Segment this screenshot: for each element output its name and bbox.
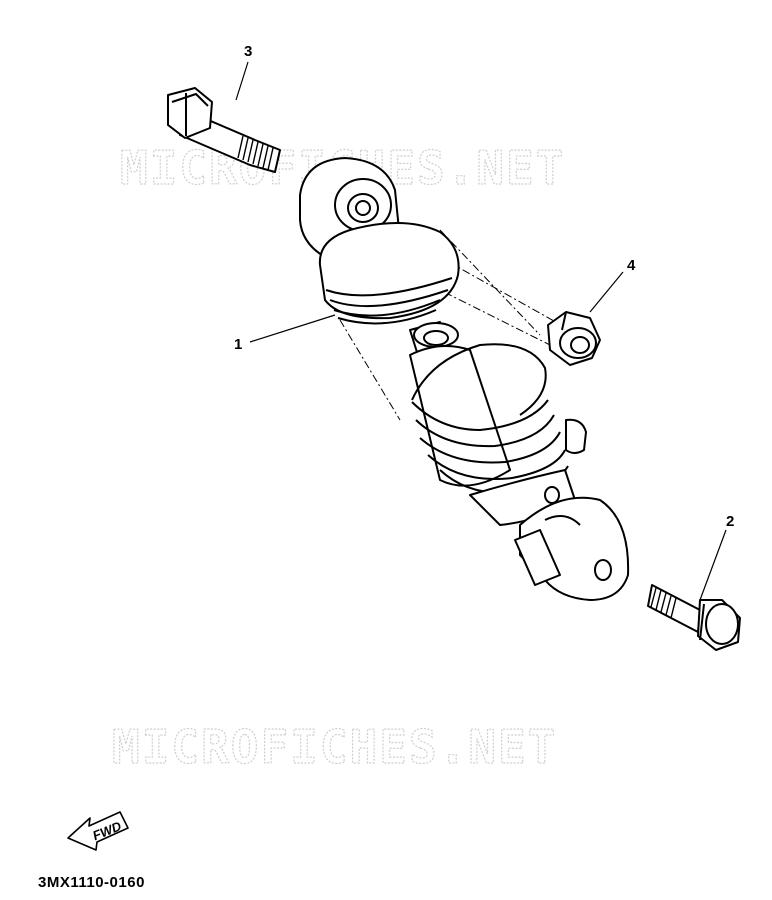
upper-bolt: [167, 87, 281, 173]
callout-leaders: [235, 61, 727, 601]
lower-bolt: [647, 584, 741, 651]
fwd-arrow-icon: [67, 811, 129, 851]
watermark-bottom: MICROFICHES.NET: [112, 720, 557, 774]
callout-number-4: 4: [627, 257, 636, 274]
shock-absorber: [299, 157, 630, 601]
diagram-part-code: 3MX1110-0160: [38, 874, 145, 891]
callout-number-3: 3: [244, 43, 252, 60]
fwd-label: FWD: [90, 818, 124, 843]
callout-number-1: 1: [234, 336, 242, 353]
callout-number-2: 2: [726, 513, 734, 530]
nut: [547, 311, 601, 366]
